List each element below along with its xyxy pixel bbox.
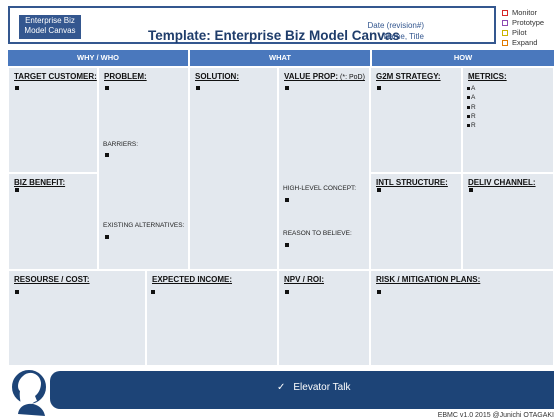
cell-title: TARGET CUSTOMER:: [14, 72, 97, 81]
cell-title: METRICS:: [468, 72, 507, 81]
legend-checkbox-monitor[interactable]: [502, 10, 508, 16]
reason-to-believe-label: REASON TO BELIEVE:: [283, 230, 352, 237]
bullet-icon: [105, 153, 109, 157]
cell-problem[interactable]: PROBLEM: BARRIERS: EXISTING ALTERNATIVES…: [98, 67, 189, 270]
legend-checkbox-pilot[interactable]: [502, 30, 508, 36]
metric-letter: R: [471, 103, 476, 111]
bullet-icon: [285, 86, 289, 90]
legend-label: Expand: [512, 38, 538, 47]
cell-title: RISK / MITIGATION PLANS:: [376, 275, 481, 284]
bullet-icon: [15, 188, 19, 192]
header-frame: Enterprise Biz Model Canvas Template: En…: [8, 6, 496, 44]
status-legend: Monitor Prototype Pilot Expand: [502, 8, 544, 48]
cell-g2m-strategy[interactable]: G2M STRATEGY:: [370, 67, 462, 173]
section-header-what: WHAT: [190, 50, 370, 66]
bullet-icon: [467, 124, 470, 128]
metric-letter: A: [471, 94, 476, 102]
footer-credit: EBMC v1.0 2015 @Junichi OTAGAKI: [437, 412, 554, 419]
cell-title: SOLUTION:: [195, 72, 239, 81]
metrics-list: A A R R R: [467, 84, 476, 130]
badge-line-2: Model Canvas: [24, 26, 76, 35]
bullet-icon: [105, 235, 109, 239]
elevator-talk-label: ✓ Elevator Talk: [277, 382, 350, 393]
bullet-icon: [377, 188, 381, 192]
bullet-icon: [467, 96, 470, 100]
bullet-icon: [151, 290, 155, 294]
cell-solution[interactable]: SOLUTION:: [189, 67, 278, 270]
check-icon: ✓: [277, 382, 286, 393]
cell-biz-benefit[interactable]: BIZ BENEFIT:: [8, 173, 98, 270]
bullet-icon: [15, 86, 19, 90]
badge-line-1: Enterprise Biz: [25, 16, 75, 25]
bullet-icon: [377, 290, 381, 294]
cell-title: PROBLEM:: [104, 72, 147, 81]
metric-item: A: [467, 93, 476, 102]
cell-title: DELIV CHANNEL:: [468, 178, 536, 187]
bullet-icon: [469, 188, 473, 192]
metric-item: R: [467, 103, 476, 112]
canvas-badge: Enterprise Biz Model Canvas: [19, 15, 81, 39]
cell-resourse-cost[interactable]: RESOURSE / COST:: [8, 270, 146, 366]
cell-title: RESOURSE / COST:: [14, 275, 90, 284]
cell-title: INTL STRUCTURE:: [376, 178, 448, 187]
page-title: Template: Enterprise Biz Model Canvas: [148, 28, 400, 43]
elevator-talk-bar[interactable]: ✓ Elevator Talk: [50, 371, 554, 409]
barriers-label: BARRIERS:: [103, 141, 139, 148]
legend-item-monitor[interactable]: Monitor: [502, 8, 544, 18]
bullet-icon: [467, 115, 470, 119]
bullet-icon: [467, 87, 470, 91]
cell-target-customer[interactable]: TARGET CUSTOMER:: [8, 67, 98, 173]
cell-title: VALUE PROP: (*: PoD): [284, 72, 365, 81]
cell-expected-income[interactable]: EXPECTED INCOME:: [146, 270, 278, 366]
legend-item-expand[interactable]: Expand: [502, 38, 544, 48]
cell-title: G2M STRATEGY:: [376, 72, 441, 81]
existing-alternatives-label: EXISTING ALTERNATIVES:: [103, 222, 185, 229]
legend-item-pilot[interactable]: Pilot: [502, 28, 544, 38]
bullet-icon: [15, 290, 19, 294]
bullet-icon: [467, 105, 470, 109]
metric-item: R: [467, 121, 476, 130]
legend-checkbox-prototype[interactable]: [502, 20, 508, 26]
bullet-icon: [285, 290, 289, 294]
metric-letter: R: [471, 122, 476, 130]
cell-title: BIZ BENEFIT:: [14, 178, 66, 187]
cell-metrics[interactable]: METRICS: A A R R R: [462, 67, 554, 173]
high-level-concept-label: HIGH-LEVEL CONCEPT:: [283, 185, 357, 192]
metric-item: A: [467, 84, 476, 93]
legend-label: Pilot: [512, 28, 527, 37]
legend-label: Monitor: [512, 8, 538, 17]
bullet-icon: [285, 243, 289, 247]
legend-label: Prototype: [512, 18, 545, 27]
value-prop-note: (*: PoD): [338, 74, 365, 81]
revision-info: Date (revision#) Name, Title: [368, 20, 424, 42]
legend-checkbox-expand[interactable]: [502, 40, 508, 46]
section-header-why-who: WHY / WHO: [8, 50, 188, 66]
date-label: Date (revision#): [367, 21, 424, 30]
cell-intl-structure[interactable]: INTL STRUCTURE:: [370, 173, 462, 270]
cell-title: NPV / ROI:: [284, 275, 325, 284]
bullet-icon: [196, 86, 200, 90]
legend-item-prototype[interactable]: Prototype: [502, 18, 544, 28]
bullet-icon: [285, 198, 289, 202]
bullet-icon: [377, 86, 381, 90]
cell-npv-roi[interactable]: NPV / ROI:: [278, 270, 370, 366]
metric-letter: R: [471, 112, 476, 120]
cell-value-prop[interactable]: VALUE PROP: (*: PoD) HIGH-LEVEL CONCEPT:…: [278, 67, 370, 270]
name-label: Name, Title: [383, 32, 424, 41]
metric-item: R: [467, 112, 476, 121]
value-prop-title: VALUE PROP:: [284, 72, 339, 81]
cell-title: EXPECTED INCOME:: [152, 275, 233, 284]
elevator-talk-text: Elevator Talk: [293, 382, 351, 393]
cell-risk-mitigation[interactable]: RISK / MITIGATION PLANS:: [370, 270, 554, 366]
cell-deliv-channel[interactable]: DELIV CHANNEL:: [462, 173, 554, 270]
metric-letter: A: [471, 85, 476, 92]
bullet-icon: [105, 86, 109, 90]
profile-silhouette-icon: [10, 368, 48, 416]
section-header-how: HOW: [372, 50, 554, 66]
